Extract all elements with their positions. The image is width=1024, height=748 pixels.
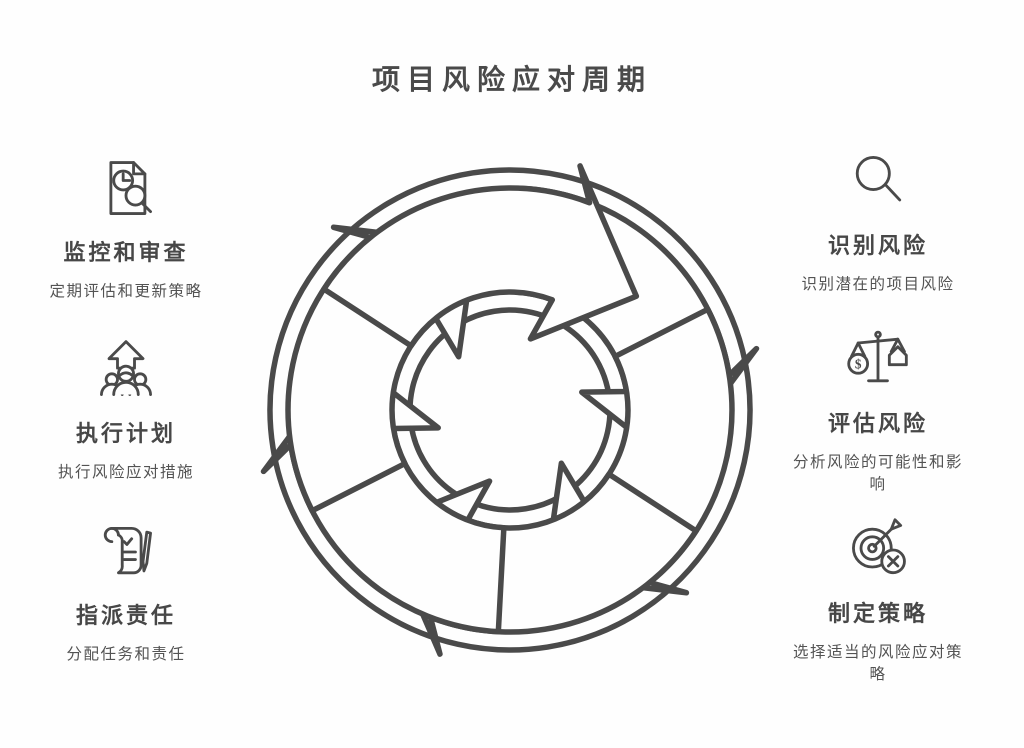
step-title: 制定策略 xyxy=(827,601,928,626)
step-develop-strategy: 制定策略 选择适当的风险应对策略 xyxy=(774,516,982,687)
step-description: 分配任务和责任 xyxy=(66,646,186,663)
svg-text:$: $ xyxy=(855,357,862,372)
balance-scale-icon: $ xyxy=(774,326,982,396)
team-up-arrow-icon xyxy=(22,336,230,406)
cycle-diagram xyxy=(250,150,770,670)
step-description: 识别潜在的项目风险 xyxy=(801,276,955,293)
step-title: 评估风险 xyxy=(827,411,928,436)
step-monitor-review: 监控和审查 定期评估和更新策略 xyxy=(22,155,230,303)
step-title: 识别风险 xyxy=(827,233,928,258)
target-dart-x-icon xyxy=(774,516,982,586)
step-description: 分析风险的可能性和影响 xyxy=(792,454,963,494)
cycle-arrows-graphic xyxy=(250,150,770,670)
document-clock-magnifier-icon xyxy=(22,155,230,225)
step-assign-responsibility: 指派责任 分配任务和责任 xyxy=(22,518,230,666)
step-identify-risk: 识别风险 识别潜在的项目风险 xyxy=(774,148,982,296)
step-title: 监控和审查 xyxy=(63,240,189,265)
step-execute-plan: 执行计划 执行风险应对措施 xyxy=(22,336,230,484)
scroll-checklist-pen-icon xyxy=(22,518,230,588)
step-assess-risk: $ 评估风险 分析风险的可能性和影响 xyxy=(774,326,982,497)
step-description: 选择适当的风险应对策略 xyxy=(792,644,963,684)
step-description: 执行风险应对措施 xyxy=(57,464,194,481)
magnifier-icon xyxy=(774,148,982,218)
step-description: 定期评估和更新策略 xyxy=(49,283,203,300)
page-title: 项目风险应对周期 xyxy=(371,65,652,96)
step-title: 指派责任 xyxy=(75,603,176,628)
step-title: 执行计划 xyxy=(75,421,176,446)
